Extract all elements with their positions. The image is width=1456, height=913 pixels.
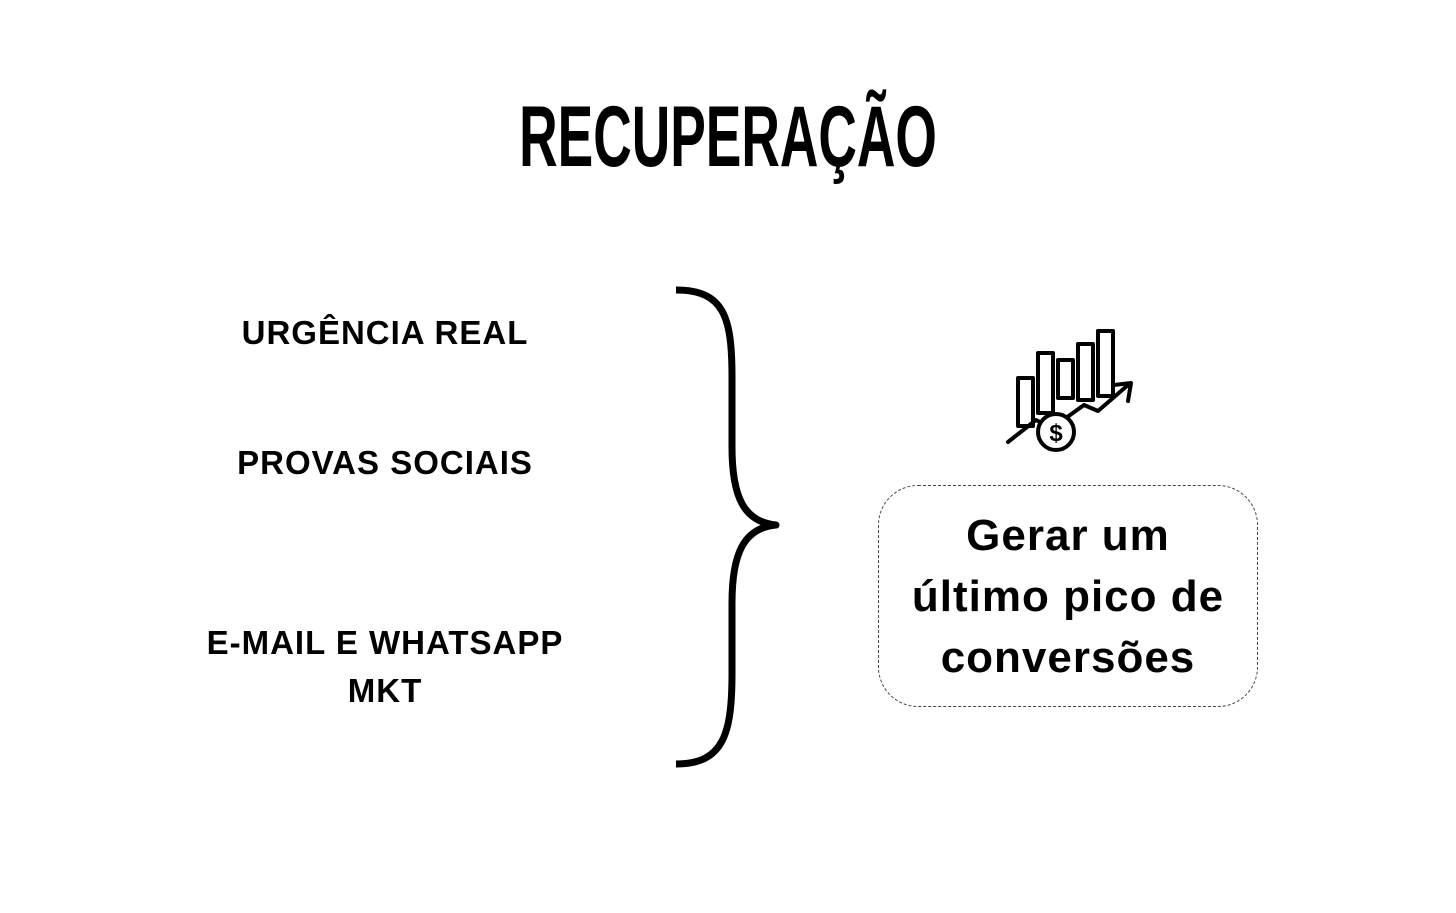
item-urgencia-real: URGÊNCIA REAL [241, 314, 529, 351]
result-text: Gerar um último pico de conversões [911, 510, 1225, 682]
result-box: Gerar um último pico de conversões [878, 485, 1258, 707]
item-provas-sociais: PROVAS SOCIAIS [237, 444, 533, 481]
diagram-title: RECUPERAÇÃO [519, 89, 937, 185]
item-email-whatsapp: E-MAIL E WHATSAPP MKT [206, 624, 564, 709]
curly-brace [675, 286, 780, 768]
chart-growth-dollar-icon: $ [1006, 329, 1133, 452]
svg-text:$: $ [1049, 420, 1063, 447]
